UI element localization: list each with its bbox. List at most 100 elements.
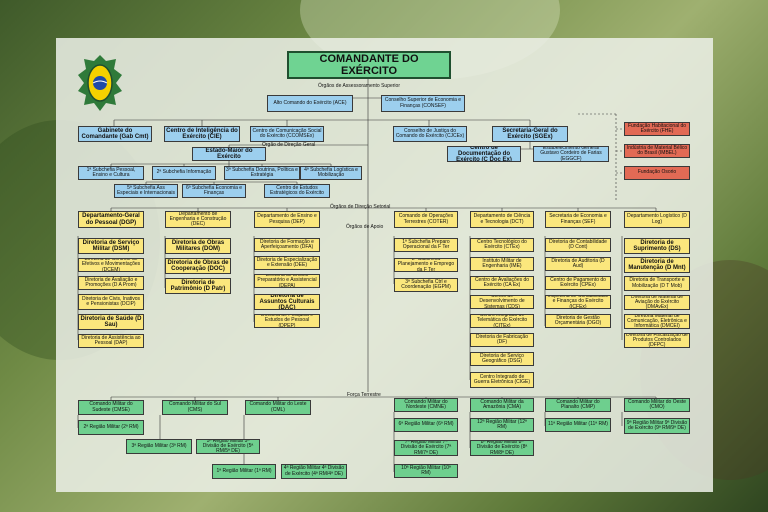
box-text: Diretoria Material de Comunicação, Eletr… (627, 314, 687, 329)
box-dep[interactable]: Departamento de Ensino e Pesquisa (DEP) (254, 211, 320, 228)
box-sub2[interactable]: 2ª Subchefia Informação (152, 166, 216, 180)
box-text: Centro de Estudos Estratégicos do Exérci… (270, 184, 324, 196)
box-dcip[interactable]: Diretoria de Civis, Inativos e Pensionis… (78, 294, 144, 310)
box-sub3[interactable]: 3ª Subchefia Doutrina, Política e Estrat… (224, 166, 300, 180)
box-dgo[interactable]: Diretoria de Gestão Orçamentária (DGO) (545, 314, 611, 328)
box-text: Diretoria de Manutenção (D Mnt) (628, 258, 686, 271)
box-dcont[interactable]: Diretoria de Contabilidade (D Cont) (545, 238, 611, 252)
box-cige[interactable]: Centro Integrado de Guerra Eletrônica (C… (470, 372, 534, 388)
box-coter-sub1[interactable]: 1ª Subchefia Preparo Operacional da F Te… (394, 238, 458, 252)
box-dmavex[interactable]: Diretoria de Material de Aviação do Exér… (624, 295, 690, 310)
box-caex[interactable]: Centro de Avaliações do Exército (CA Ex) (470, 276, 534, 290)
box-estado-maior[interactable]: Estado-Maior do Exército (192, 147, 266, 161)
box-sub4[interactable]: 4ª Subchefia Logística e Mobilização (300, 166, 362, 180)
box-doc[interactable]: Diretoria de Obras de Cooperação (DOC) (165, 258, 231, 274)
box-text: 2ª Subchefia Informação (156, 169, 212, 176)
box-cmse[interactable]: Comando Militar do Sudeste (CMSE) (78, 400, 144, 415)
box-text: Diretoria de Contabilidade (D Cont) (549, 238, 607, 250)
box-text: Diretoria de Assuntos Culturais (DAC) (259, 294, 315, 310)
box-rm9[interactable]: 9ª Região Militar 9ª Divisão de Exército… (624, 418, 690, 434)
box-dec[interactable]: Departamento de Engenharia e Construção … (165, 211, 231, 228)
box-dcem[interactable]: Diretoria de Controle de Efetivos e Movi… (78, 258, 144, 272)
box-gab-cmt[interactable]: Gabinete do Comandante (Gab Cmt) (78, 126, 152, 142)
box-rm5[interactable]: 5ª Região Militar 5ª Divisão de Exército… (196, 439, 260, 454)
box-sgex[interactable]: Secretaria-Geral do Exército (SGEx) (492, 126, 568, 142)
box-fhe[interactable]: Fundação Habitacional do Exército (FHE) (624, 122, 690, 136)
box-coter-sub3[interactable]: 3ª Subchefia Ctrl e Coordenação (EGPM) (394, 278, 458, 292)
box-sef[interactable]: Secretaria de Economia e Finanças (SEF) (545, 211, 611, 228)
box-dpep[interactable]: Diretoria de Pesquisa e Estudos de Pesso… (254, 314, 320, 328)
box-cjcex[interactable]: Conselho de Justiça do Comando do Exérci… (393, 126, 467, 142)
box-dsm[interactable]: Diretoria de Serviço Militar (DSM) (78, 238, 144, 254)
box-consef[interactable]: Conselho Superior de Economia e Finanças… (381, 95, 465, 112)
box-cmo[interactable]: Comando Militar do Oeste (CMO) (624, 398, 690, 412)
box-sub1[interactable]: 1ª Subchefia Pessoal, Ensino e Cultura (78, 166, 144, 180)
box-text: 10ª Região Militar (10ª RM) (401, 464, 451, 476)
box-cdocex[interactable]: Centro de Documentação do Exército (C Do… (447, 146, 521, 162)
box-text: Fundação Habitacional do Exército (FHE) (627, 122, 687, 134)
box-ds[interactable]: Diretoria de Suprimento (DS) (624, 238, 690, 254)
box-dsau[interactable]: Diretoria de Saúde (D Sau) (78, 314, 144, 330)
box-dct[interactable]: Departamento de Ciência e Tecnologia (DC… (470, 211, 534, 228)
box-ime[interactable]: Instituto Militar de Engenharia (IME) (470, 257, 534, 271)
box-cmp[interactable]: Comando Militar do Planalto (CMP) (545, 398, 611, 412)
box-dtmob[interactable]: Diretoria de Transporte e Mobilização (D… (624, 276, 690, 291)
box-alto-comando[interactable]: Alto Comando do Exército (ACE) (267, 95, 353, 112)
box-rm7[interactable]: 7ª Região Militar 7ª Divisão de Exército… (394, 440, 458, 456)
box-dmcei[interactable]: Diretoria Material de Comunicação, Eletr… (624, 314, 690, 329)
box-text: 2ª Subchefia Planejamento e Emprego da F… (397, 258, 455, 272)
box-dac[interactable]: Diretoria de Assuntos Culturais (DAC) (254, 294, 320, 310)
box-cie[interactable]: Centro de Inteligência do Exército (CIE) (164, 126, 240, 142)
box-rm3[interactable]: 3ª Região Militar (3ª RM) (126, 439, 192, 454)
box-cmne[interactable]: Comando Militar do Nordeste (CMNE) (394, 398, 458, 412)
box-rm11[interactable]: 11ª Região Militar (11ª RM) (545, 418, 611, 432)
box-daud[interactable]: Diretoria de Auditoria (D Aud) (545, 257, 611, 271)
box-text: Diretoria de Suprimento (DS) (633, 239, 681, 252)
box-text: Diretoria de Pesquisa e Estudos de Pesso… (261, 314, 313, 328)
box-text: Centro de Comunicação Social do Exército… (252, 127, 322, 139)
box-sub5[interactable]: 5ª Subchefia Ass Especiais e Internacion… (114, 184, 178, 198)
box-depa[interactable]: Diretoria de Ensino Preparatório e Assis… (254, 274, 320, 288)
box-rm10[interactable]: 10ª Região Militar (10ª RM) (394, 464, 458, 478)
box-coter-sub2[interactable]: 2ª Subchefia Planejamento e Emprego da F… (394, 258, 458, 272)
box-coter[interactable]: Comando de Operações Terrestres (COTER) (394, 211, 458, 228)
box-cpex[interactable]: Centro de Pagamento do Exército (CPEx) (545, 276, 611, 290)
box-dsg[interactable]: Diretoria de Serviço Geográfico (DSG) (470, 352, 534, 366)
box-ctex[interactable]: Centro Tecnológico do Exército (CTEx) (470, 238, 534, 252)
box-text: Departamento de Ensino e Pesquisa (DEP) (257, 213, 317, 225)
box-dapro[interactable]: Diretoria de Avaliação e Promoções (D A … (78, 276, 144, 290)
box-dap[interactable]: Diretoria de Assistência ao Pessoal (DAP… (78, 334, 144, 348)
box-text: Diretoria de Transporte e Mobilização (D… (629, 277, 685, 289)
box-text: 3ª Subchefia Ctrl e Coordenação (EGPM) (401, 278, 451, 290)
box-imbel[interactable]: Indústria de Material Bélico do Brasil (… (624, 144, 690, 158)
box-cma[interactable]: Comando Militar da Amazônia (CMA) (470, 398, 534, 412)
box-dfa[interactable]: Diretoria de Formação e Aperfeiçoamento … (254, 238, 320, 252)
box-df[interactable]: Diretoria de Fabricação (DF) (470, 333, 534, 347)
box-rm1[interactable]: 1ª Região Militar (1ª RM) (212, 464, 276, 479)
box-rm4[interactable]: 4ª Região Militar 4ª Divisão de Exército… (281, 464, 347, 479)
header-forca-terrestre: Força Terrestre (347, 392, 381, 398)
box-cms[interactable]: Comando Militar do Sul (CMS) (162, 400, 228, 415)
box-dom[interactable]: Diretoria de Obras Militares (DOM) (165, 238, 231, 254)
box-rm2[interactable]: 2ª Região Militar (2ª RM) (78, 420, 144, 435)
box-ccomsex[interactable]: Centro de Comunicação Social do Exército… (250, 126, 324, 142)
box-dee[interactable]: Diretoria de Especialização e Extensão (… (254, 256, 320, 270)
box-dfpc[interactable]: Diretoria de Fiscalização de Produtos Co… (624, 333, 690, 348)
box-rm8[interactable]: 8ª Região Militar 8ª Divisão de Exército… (470, 440, 534, 456)
box-cml[interactable]: Comando Militar do Leste (CML) (245, 400, 311, 415)
box-icfex[interactable]: Inspetoria de Contabilidade e Finanças d… (545, 295, 611, 309)
box-rm12[interactable]: 12ª Região Militar (12ª RM) (470, 418, 534, 432)
box-sub6[interactable]: 6ª Subchefia Economia e Finanças (182, 184, 246, 198)
box-text: Conselho Superior de Economia e Finanças… (384, 97, 462, 109)
box-dmnt[interactable]: Diretoria de Manutenção (D Mnt) (624, 257, 690, 273)
box-citex[interactable]: Centro Integrado de Telemática do Exérci… (470, 314, 534, 328)
box-dpatr[interactable]: Diretoria de Patrimônio (D Patr) (165, 278, 231, 294)
box-dlog[interactable]: Departamento Logístico (D Log) (624, 211, 690, 228)
box-eggcf[interactable]: Estabelecimento General Gustavo Cordeiro… (533, 146, 609, 162)
box-text: Centro de Inteligência do Exército (CIE) (166, 127, 238, 140)
box-cds[interactable]: Centro de Desenvolvimento de Sistemas (C… (470, 295, 534, 309)
box-dgp[interactable]: Departamento-Geral do Pessoal (DGP) (78, 211, 144, 228)
box-fundacao-osorio[interactable]: Fundação Osorio (624, 166, 690, 180)
box-ceee[interactable]: Centro de Estudos Estratégicos do Exérci… (264, 184, 330, 198)
box-rm6[interactable]: 6ª Região Militar (6ª RM) (394, 418, 458, 432)
